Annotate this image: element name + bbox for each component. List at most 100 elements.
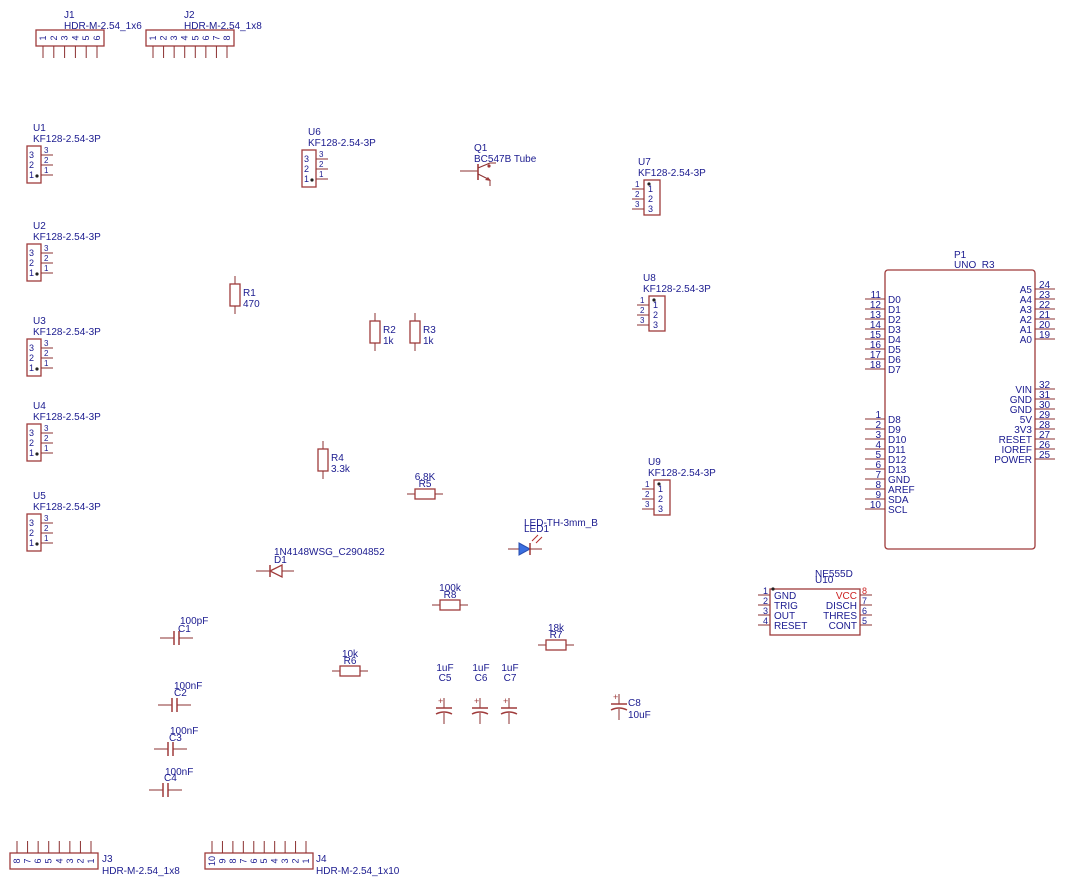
pin-name: A0: [1020, 335, 1033, 346]
terminal-pin-name: 1: [648, 184, 653, 194]
pin-name: A5: [1020, 285, 1033, 296]
pin-number: 12: [870, 300, 882, 311]
pin-name: SCL: [888, 505, 908, 516]
ref-designator: R2: [383, 325, 396, 336]
pin-name: D8: [888, 415, 901, 426]
pin-number: 17: [870, 350, 882, 361]
pin-name: THRES: [823, 611, 857, 622]
terminal-pin-name: 2: [29, 160, 34, 170]
ref-designator: R5: [419, 479, 432, 490]
terminal-pin-name: 2: [29, 258, 34, 268]
pin-name: A4: [1020, 295, 1033, 306]
header-body: [204, 852, 314, 870]
pin-number: 1: [763, 586, 768, 596]
header-pin-number: 2: [159, 35, 169, 40]
pin-number: 21: [1039, 310, 1051, 321]
pin-name: VCC: [836, 591, 857, 602]
pin-number: 3: [875, 430, 881, 441]
pin1-marker: [35, 367, 39, 371]
terminal-body: [643, 179, 661, 216]
ref-designator: J4: [316, 854, 327, 865]
pin-name: POWER: [994, 455, 1032, 466]
pin-number: 29: [1039, 410, 1051, 421]
polarity-mark: +: [438, 696, 443, 706]
pin-name: D10: [888, 435, 907, 446]
pin-number: 6: [862, 606, 867, 616]
header-pin-number: 6: [33, 858, 43, 863]
header-pin-number: 6: [92, 35, 102, 40]
header-pin-number: 4: [270, 858, 280, 863]
pin1-marker: [35, 542, 39, 546]
pin-number: 5: [862, 616, 867, 626]
pin-number: 24: [1039, 280, 1051, 291]
resistor-r4: R43.3k: [317, 441, 351, 479]
terminal-pin-name: 3: [658, 504, 663, 514]
terminal-pin-number: 1: [640, 296, 645, 305]
terminal-pin-number: 2: [645, 490, 650, 499]
part-value: 10uF: [628, 710, 651, 721]
emitter-arrow: [485, 177, 491, 181]
terminal-pin-number: 1: [44, 444, 49, 453]
terminal-pin-number: 2: [635, 190, 640, 199]
pin1-marker: [35, 452, 39, 456]
part-value: 18k: [548, 623, 565, 634]
ref-designator: U1: [33, 123, 46, 134]
terminal-pin-number: 2: [640, 306, 645, 315]
pin-number: 27: [1039, 430, 1051, 441]
terminal-pin-number: 2: [44, 254, 49, 263]
resistor-body: [229, 283, 241, 307]
terminal-body: [648, 295, 666, 332]
header-body: [35, 29, 105, 47]
part-value: KF128-2.54-3P: [33, 134, 101, 145]
resistor-body: [339, 665, 361, 677]
part-value: BC547B Tube: [474, 154, 537, 165]
pin-number: 3: [763, 606, 768, 616]
ref-designator: J3: [102, 854, 113, 865]
part-value: 6.8K: [415, 472, 436, 483]
part-value: KF128-2.54-3P: [308, 138, 376, 149]
terminal-pin-name: 2: [29, 438, 34, 448]
pin-name: D6: [888, 355, 901, 366]
pin1-marker: [771, 587, 775, 591]
terminal-pin-number: 3: [44, 424, 49, 433]
capacitor-plate: [435, 711, 453, 715]
pin-number: 22: [1039, 300, 1051, 311]
header-pin-number: 1: [38, 35, 48, 40]
terminal-pin-number: 2: [319, 160, 324, 169]
part-value: HDR-M-2.54_1x8: [184, 21, 262, 32]
terminal-pin-name: 3: [29, 150, 34, 160]
pin-number: 18: [870, 360, 882, 371]
resistor-body: [369, 320, 381, 344]
header-pin-number: 2: [291, 858, 301, 863]
header-pin-number: 3: [65, 858, 75, 863]
pin-marker: [487, 164, 491, 168]
polarity-mark: +: [613, 692, 618, 702]
pin-number: 5: [875, 450, 881, 461]
pin-number: 10: [870, 500, 882, 511]
header-pin-number: 2: [49, 35, 59, 40]
header-pin-number: 1: [301, 858, 311, 863]
ref-designator: LED1: [524, 524, 549, 535]
ref-designator: Q1: [474, 143, 488, 154]
terminal-pin-name: 2: [29, 528, 34, 538]
header-pin-number: 5: [81, 35, 91, 40]
part-value: KF128-2.54-3P: [638, 168, 706, 179]
terminal-pin-name: 1: [29, 538, 34, 548]
part-value: KF128-2.54-3P: [643, 284, 711, 295]
pin-name: GND: [1010, 395, 1032, 406]
terminal-pin-name: 3: [304, 154, 309, 164]
terminal-pin-name: 2: [658, 494, 663, 504]
header-pin-number: 7: [211, 35, 221, 40]
capacitor-plate: [471, 711, 489, 715]
part-value: 100k: [439, 583, 462, 594]
ref-designator: U2: [33, 221, 46, 232]
